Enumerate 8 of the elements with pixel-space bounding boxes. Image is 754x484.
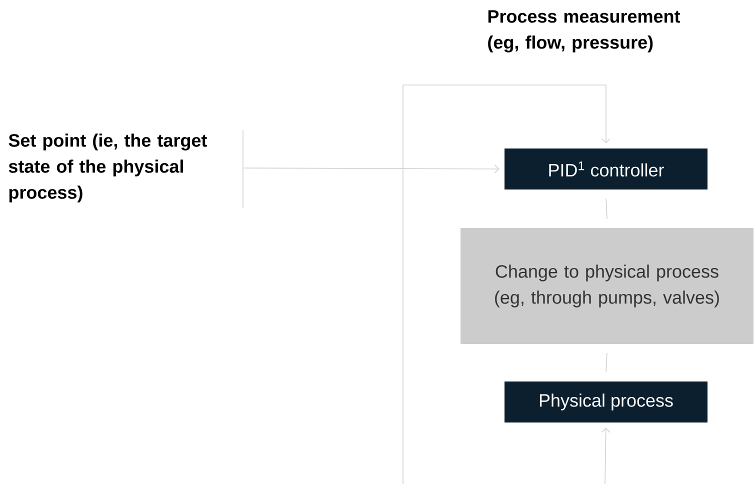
process-box: Change to physical process (eg, through pumps, valves) <box>460 228 754 344</box>
process-box: PID$^{1}$ controller <box>504 148 708 190</box>
arrow <box>243 164 500 174</box>
arrow <box>601 428 610 484</box>
label-text: Process measurement (eg, flow, pressure) <box>488 10 680 52</box>
arrow <box>402 84 610 484</box>
process-box: Physical process <box>504 382 708 422</box>
set-point-text: Set point (ie, the target state of the physical process) <box>8 134 207 202</box>
